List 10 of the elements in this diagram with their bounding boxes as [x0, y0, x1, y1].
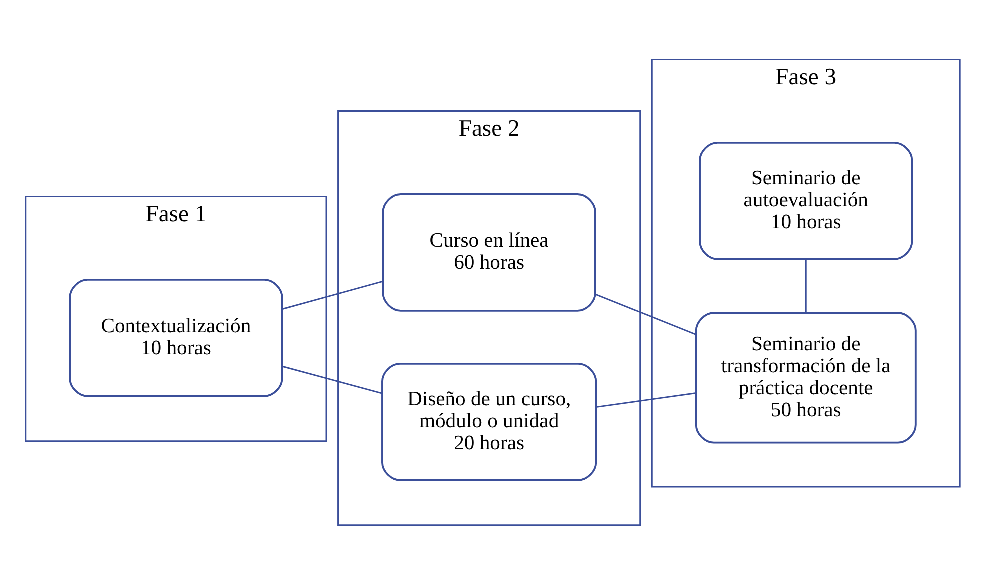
- connector: [805, 259, 807, 313]
- connector: [596, 392, 696, 408]
- connector: [282, 365, 383, 394]
- node-box: Seminario de autoevaluación 10 horas: [699, 141, 914, 260]
- node-box: Diseño de un curso, módulo o unidad 20 horas: [382, 362, 598, 481]
- node-box: Contextualización 10 horas: [69, 278, 284, 397]
- node-box: Seminario de transformación de la práctica docente 50 horas: [695, 312, 917, 444]
- node-box: Curso en línea 60 horas: [382, 193, 596, 312]
- connector: [595, 293, 696, 335]
- connector: [282, 280, 384, 310]
